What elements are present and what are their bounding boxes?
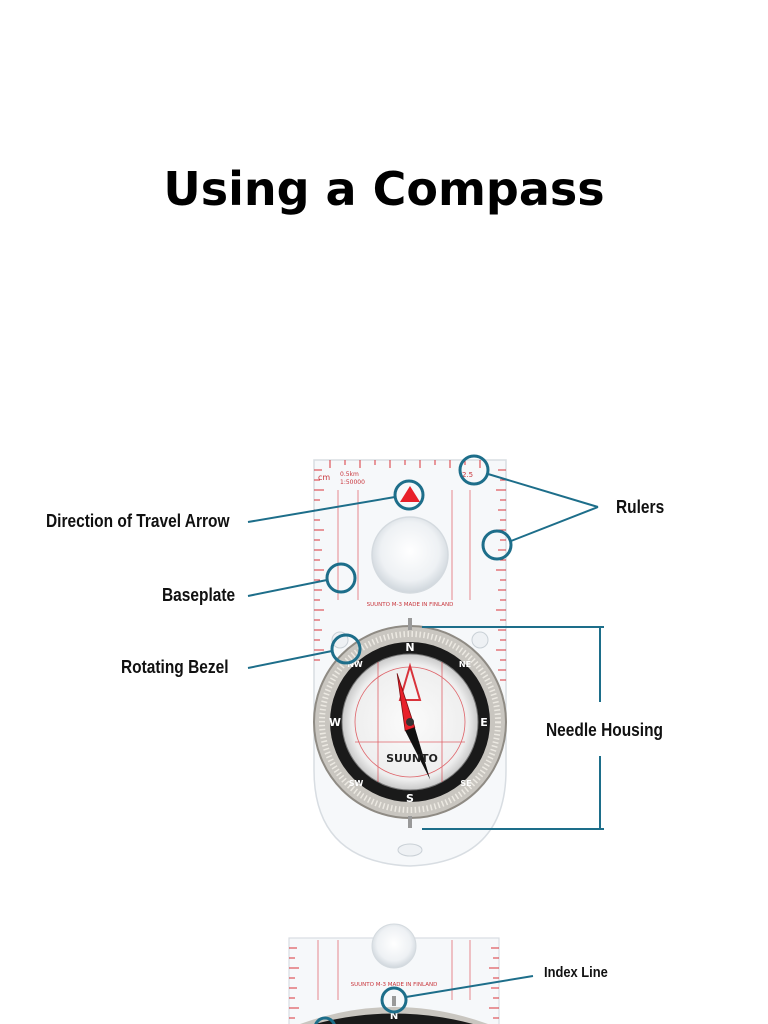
leader-ruler-top <box>487 473 599 508</box>
label-rulers: Rulers <box>616 497 665 517</box>
bezel-ne-text: NE <box>459 660 471 669</box>
scale-km-text: 0.5km <box>340 471 359 478</box>
label-index-line: Index Line <box>544 964 608 981</box>
top-ruler <box>329 460 481 468</box>
bezel2-n-text: N <box>390 1011 398 1022</box>
label-travel-arrow: Direction of Travel Arrow <box>46 511 230 531</box>
suunto-logo-text: SUUNTO <box>386 752 438 765</box>
scale-ratio-text: 1:50000 <box>340 479 365 486</box>
orienting-arrow <box>398 662 422 701</box>
scale-columns <box>337 490 471 600</box>
bezel-n-text: N <box>405 641 414 654</box>
travel-arrow-icon <box>400 486 420 502</box>
leader-bezel <box>247 650 333 669</box>
callout-circle-baseplate <box>325 562 357 594</box>
bezel-se-text: SE <box>460 779 471 788</box>
leader-travel-arrow <box>247 496 396 523</box>
leader-baseplate <box>247 579 328 597</box>
callout-circle-bezel <box>330 633 362 665</box>
magnifier-lens <box>371 516 449 594</box>
label-needle-housing: Needle Housing <box>546 720 663 740</box>
scale-25-text: 2.5 <box>462 471 473 479</box>
compass-needle <box>396 673 431 780</box>
lanyard-hole <box>397 843 423 857</box>
bezel-w-text: W <box>329 716 341 729</box>
leader-index-line <box>405 975 534 998</box>
scale-cm-text: cm <box>318 473 330 482</box>
callout-circle-travel-arrow <box>393 479 425 511</box>
callout-circle-index-line <box>380 986 408 1014</box>
made-in-text: SUUNTO M-3 MADE IN FINLAND <box>367 602 454 608</box>
leader-ruler-side <box>510 506 599 542</box>
bezel-sw-text: SW <box>349 779 364 788</box>
label-rotating-bezel: Rotating Bezel <box>121 657 229 677</box>
right-ruler <box>496 469 506 681</box>
bezel-nw-text: NW <box>347 660 363 669</box>
callout-circle-ruler-top <box>458 454 490 486</box>
bezel-s-text: S <box>406 792 414 805</box>
label-baseplate: Baseplate <box>162 585 236 605</box>
slide-title: Using a Compass <box>163 162 605 216</box>
made-in-text-2: SUUNTO M-3 MADE IN FINLAND <box>351 982 438 988</box>
callout-circle-ruler-side <box>481 529 513 561</box>
bezel-e-text: E <box>480 716 488 729</box>
